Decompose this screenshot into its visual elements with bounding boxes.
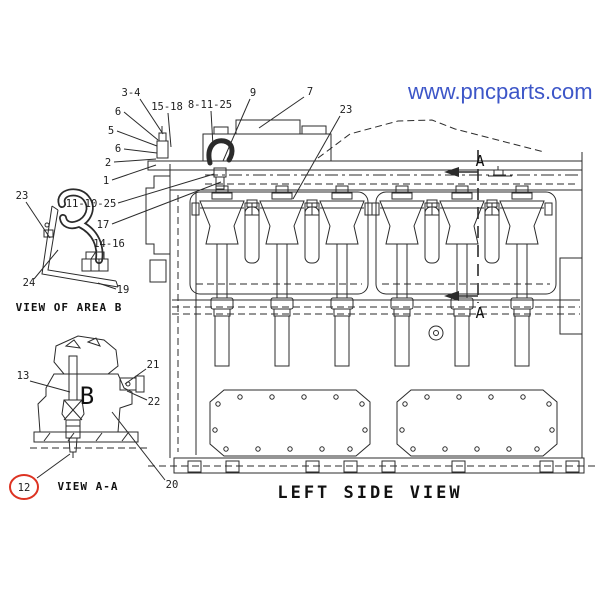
callout-text: 3-4 [122, 87, 141, 99]
drain-valve-icon [488, 166, 512, 177]
callout-15-18: 15-18 [151, 101, 183, 148]
callout-text: 23 [16, 190, 29, 202]
leader-line [123, 111, 159, 141]
callout-6-upper: 6 [115, 106, 159, 141]
leader-line [97, 282, 117, 290]
valve-cover-assembly [156, 119, 332, 190]
callout-9: 9 [222, 87, 256, 162]
callout-14-16: 14-16 [90, 238, 125, 260]
watermark-url: www.pncparts.com [407, 79, 593, 104]
callout-text: 20 [166, 479, 179, 491]
callout-text: 15-18 [151, 101, 183, 113]
leader-line [111, 164, 157, 181]
leader-line [33, 249, 59, 280]
callout-3-4: 3-4 [122, 87, 164, 135]
callout-text: 22 [148, 396, 161, 408]
area-b-fitting [81, 251, 109, 272]
callout-text: 5 [108, 125, 114, 137]
callout-23-area-b: 23 [16, 190, 51, 239]
callout-labels: 3-4 15-18 8-11-25 9 7 23 6 5 [9, 86, 353, 500]
callout-text: 13 [17, 370, 30, 382]
detail-view-a-a: B VIEW A-A [30, 335, 150, 493]
leader-line [124, 368, 147, 385]
leader-line [292, 115, 341, 200]
a-a-section-outline [30, 335, 150, 449]
area-b-bracket [41, 205, 119, 288]
leader-line [113, 158, 157, 163]
leader-line [126, 390, 148, 401]
main-view-caption: LEFT SIDE VIEW [277, 483, 462, 503]
callout-19: 19 [97, 282, 130, 296]
callout-13: 13 [17, 370, 71, 393]
detail-view-area-b: VIEW OF AREA B [16, 188, 123, 314]
leader-line [116, 130, 158, 147]
leader-line [258, 96, 305, 129]
callout-1: 1 [103, 164, 157, 187]
callout-21: 21 [124, 359, 160, 385]
callout-text: 23 [340, 104, 353, 116]
callout-text: 14-16 [93, 238, 125, 250]
leader-line [139, 98, 164, 135]
callout-12-highlighted: 12 [9, 453, 71, 500]
leader-line [36, 453, 71, 479]
section-marker-a-bottom: A [475, 304, 484, 322]
a-a-caption: VIEW A-A [58, 480, 119, 493]
section-line-a-a: A A [444, 150, 485, 322]
callout-text: 6 [115, 106, 121, 118]
highlight-circle [9, 474, 39, 500]
leader-line [123, 148, 158, 154]
section-marker-a-top: A [475, 152, 484, 170]
callout-text: 17 [97, 219, 110, 231]
callout-text: 9 [250, 87, 256, 99]
callout-text: 21 [147, 359, 160, 371]
callout-text: 12 [18, 482, 31, 494]
callout-text: 6 [115, 143, 121, 155]
callout-text: 7 [307, 86, 313, 98]
injector-row [191, 185, 553, 367]
a-a-injector [61, 355, 85, 458]
leader-line [111, 181, 222, 225]
callout-text: 8-11-25 [188, 99, 232, 111]
leader-line [29, 380, 71, 393]
callout-7: 7 [258, 86, 313, 129]
area-b-hose-icon [57, 188, 104, 264]
engine-left-side-view: A A LEFT SIDE VIEW [145, 119, 596, 503]
callout-20: 20 [111, 411, 179, 491]
leader-line [167, 112, 172, 148]
callout-2: 2 [105, 157, 157, 169]
callout-text: 2 [105, 157, 111, 169]
leader-line [222, 98, 251, 162]
leader-line [25, 201, 51, 239]
leader-line [90, 249, 98, 260]
area-b-caption: VIEW OF AREA B [16, 301, 123, 314]
callout-8-11-25: 8-11-25 [188, 99, 232, 147]
area-b-letter: B [80, 382, 94, 410]
callout-17: 17 [97, 181, 222, 231]
callout-text: 11-10-25 [66, 198, 117, 210]
callout-23-top: 23 [292, 104, 353, 200]
callout-6-lower: 6 [115, 143, 158, 155]
leader-line [111, 411, 166, 481]
callout-text: 24 [23, 277, 36, 289]
cylinder-head-banks [189, 191, 557, 295]
callout-text: 1 [103, 175, 109, 187]
engine-outline [145, 119, 596, 474]
side-cover-panels [209, 389, 558, 457]
elbow-hose-icon [206, 138, 235, 166]
callout-11-10-25: 11-10-25 [66, 173, 215, 210]
callout-22: 22 [126, 390, 161, 408]
callout-text: 19 [117, 284, 130, 296]
leader-line [210, 110, 214, 147]
breather-valve-icon [156, 126, 169, 159]
callout-5: 5 [108, 125, 158, 147]
callout-24: 24 [23, 249, 59, 289]
leader-line [117, 173, 215, 204]
